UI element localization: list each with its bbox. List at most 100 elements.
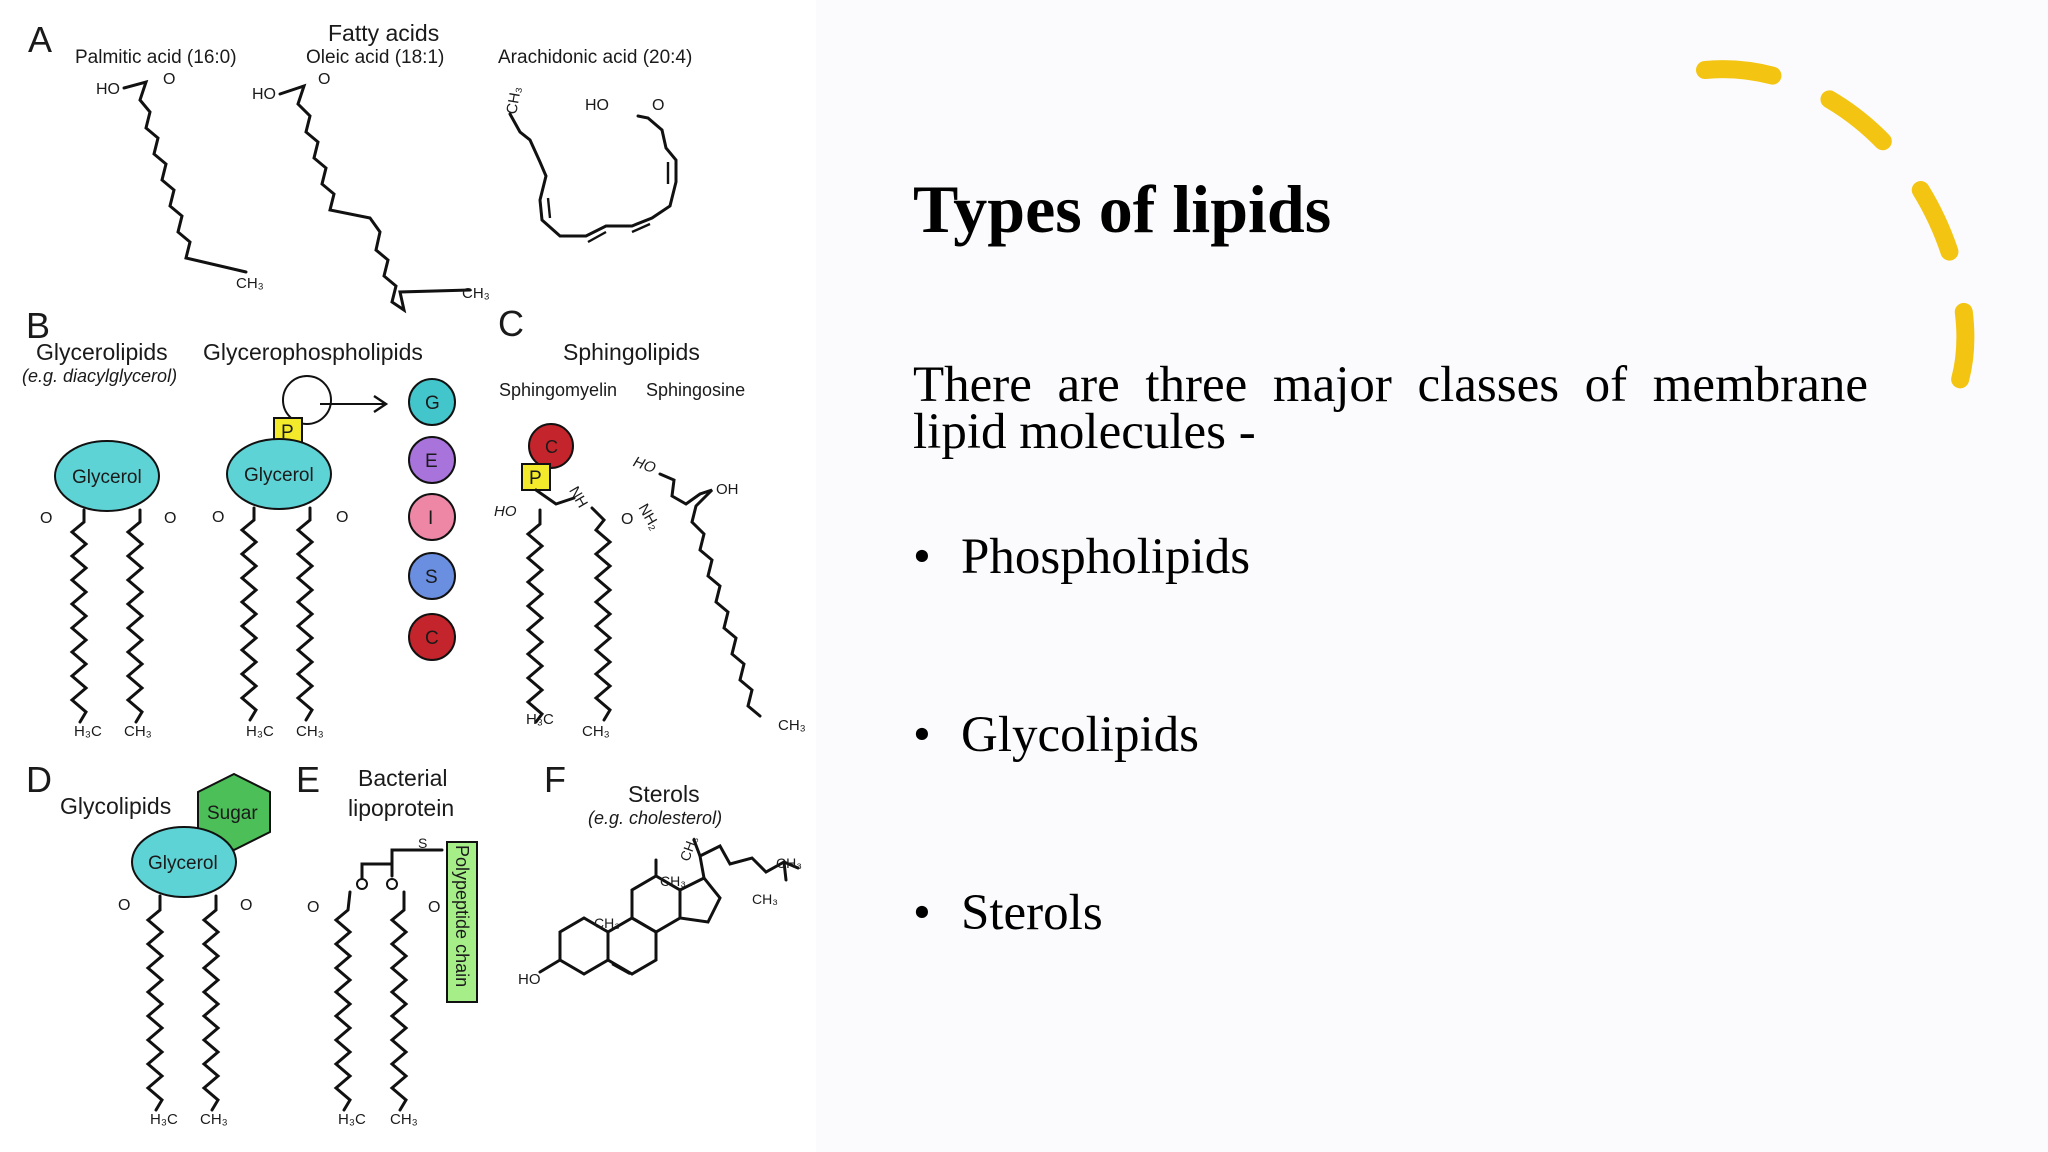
sphingomyelin-base bbox=[534, 488, 576, 506]
palmitic-chain bbox=[122, 79, 248, 274]
diacylglycerol-chain-right bbox=[125, 508, 145, 724]
glycerophospholipids-label: Glycerophospholipids bbox=[203, 339, 423, 365]
head-group-c bbox=[408, 613, 456, 661]
sphingosine-ho: HO bbox=[631, 453, 658, 477]
sterol-ch3-end2: CH₃ bbox=[752, 891, 778, 907]
sugar-label: Sugar bbox=[207, 803, 258, 824]
c-ch3: CH₃ bbox=[582, 723, 610, 740]
sphingomyelin-chain-left bbox=[525, 508, 545, 724]
panel-a-title: Fatty acids bbox=[328, 20, 439, 46]
glycerolipids-label: Glycerolipids bbox=[36, 339, 168, 365]
oleic-acid-label: Oleic acid (18:1) bbox=[306, 47, 444, 68]
sterol-ring-d bbox=[678, 876, 722, 924]
bullet-item-sterols: • Sterols bbox=[913, 884, 1103, 942]
bullet-marker: • bbox=[913, 529, 931, 585]
palmitic-ch3: CH₃ bbox=[236, 275, 264, 292]
b2-ch3: CH₃ bbox=[296, 723, 324, 740]
lipoprotein-s: S bbox=[418, 835, 427, 851]
panel-e-letter: E bbox=[296, 759, 320, 800]
sterol-ch3-ring: CH₃ bbox=[594, 915, 620, 931]
panel-a: A Fatty acids Palmitic acid (16:0) Oleic… bbox=[28, 19, 692, 314]
lipid-types-figure: A Fatty acids Palmitic acid (16:0) Oleic… bbox=[0, 0, 816, 1152]
lipoprotein-o2 bbox=[386, 878, 398, 890]
lipoprotein-title-2: lipoprotein bbox=[348, 795, 454, 821]
choline-c-label: C bbox=[545, 437, 558, 457]
sphingomyelin-chain-right bbox=[590, 506, 613, 722]
arachidonic-ch3: CH₃ bbox=[503, 85, 525, 115]
oleic-chain bbox=[278, 83, 472, 314]
panel-f: F Sterols (e.g. cholesterol) HO CH₃ CH₃ … bbox=[518, 759, 802, 988]
e-ch3: CH₃ bbox=[390, 1111, 418, 1128]
panel-f-letter: F bbox=[544, 759, 566, 800]
glycerol-label-b2: Glycerol bbox=[244, 465, 314, 486]
sterol-side-chain bbox=[698, 844, 800, 880]
head-group-g bbox=[408, 378, 456, 426]
sphingomyelin-o: O bbox=[621, 511, 633, 528]
panel-e: E Bacterial lipoprotein Polypeptide chai… bbox=[296, 759, 478, 1128]
head-group-i-label: I bbox=[428, 508, 433, 529]
b1-o-left: O bbox=[40, 510, 52, 527]
bullet-marker: • bbox=[913, 885, 931, 941]
d-h3c: H₃C bbox=[150, 1111, 178, 1128]
panel-a-letter: A bbox=[28, 19, 52, 60]
polypeptide-chain-box bbox=[446, 841, 478, 1003]
sterols-label: Sterols bbox=[628, 781, 700, 807]
panel-b: B Glycerolipids (e.g. diacylglycerol) Gl… bbox=[22, 305, 456, 740]
slide-intro: There are three major classes of membran… bbox=[913, 357, 1868, 460]
lipoprotein-chain-right bbox=[389, 890, 409, 1112]
head-group-s bbox=[408, 552, 456, 600]
lipoprotein-chain-left bbox=[333, 890, 353, 1112]
phosphate-b-label: P bbox=[281, 422, 294, 443]
sphingomyelin-label: Sphingomyelin bbox=[499, 380, 617, 400]
arachidonic-double-bonds bbox=[546, 197, 552, 219]
head-group-i bbox=[408, 493, 456, 541]
bullet-text: Phospholipids bbox=[961, 529, 1251, 585]
polypeptide-chain-label: Polypeptide chain bbox=[452, 845, 472, 987]
sphingomyelin-ho: HO bbox=[494, 503, 517, 520]
d-ch3: CH₃ bbox=[200, 1111, 228, 1128]
glycerophospholipid-chain-left bbox=[239, 506, 259, 722]
head-group-c-label: C bbox=[425, 628, 439, 649]
oleic-o: O bbox=[318, 71, 330, 88]
palmitic-acid-label: Palmitic acid (16:0) bbox=[75, 47, 237, 68]
bullet-item-phospholipids: • Phospholipids bbox=[913, 528, 1250, 586]
palmitic-ho: HO bbox=[96, 81, 120, 98]
b1-ch3: CH₃ bbox=[124, 723, 152, 740]
head-group-ring bbox=[282, 375, 332, 425]
sterol-ch3-end1: CH₃ bbox=[776, 855, 802, 871]
b1-o-right: O bbox=[164, 510, 176, 527]
arachidonic-o: O bbox=[652, 97, 664, 114]
c-h3c: H₃C bbox=[526, 711, 554, 728]
head-group-e-label: E bbox=[425, 451, 438, 472]
b2-o-right: O bbox=[336, 509, 348, 526]
slide-title: Types of lipids bbox=[913, 171, 1332, 247]
oleic-ch3: CH₃ bbox=[462, 285, 490, 302]
b2-h3c: H₃C bbox=[246, 723, 274, 740]
phosphate-c bbox=[521, 463, 551, 491]
glycerol-node-b1 bbox=[54, 440, 160, 512]
lipoprotein-title-1: Bacterial bbox=[358, 765, 447, 791]
arachidonic-ho: HO bbox=[585, 97, 609, 114]
sterols-example: (e.g. cholesterol) bbox=[588, 808, 722, 828]
head-group-s-label: S bbox=[425, 567, 438, 588]
panel-c: C Sphingolipids Sphingomyelin Sphingosin… bbox=[494, 303, 806, 740]
arachidonic-chain bbox=[508, 112, 678, 238]
palmitic-o: O bbox=[163, 71, 175, 88]
sphingosine-nh2: NH₂ bbox=[635, 501, 664, 533]
sphingolipids-label: Sphingolipids bbox=[563, 339, 700, 365]
glycolipid-chain-left bbox=[145, 894, 165, 1112]
b1-h3c: H₃C bbox=[74, 723, 102, 740]
glycerol-node-d bbox=[131, 826, 237, 898]
bullet-text: Sterols bbox=[961, 885, 1103, 941]
glycerophospholipid-chain-right bbox=[295, 506, 315, 722]
sphingosine-label: Sphingosine bbox=[646, 380, 745, 400]
panel-d-letter: D bbox=[26, 759, 52, 800]
glycerolipids-example: (e.g. diacylglycerol) bbox=[22, 366, 177, 386]
d-o-left: O bbox=[118, 897, 130, 914]
glycerol-node-b2 bbox=[226, 438, 332, 510]
bullet-marker: • bbox=[913, 707, 931, 763]
sphingomyelin-nh: NH bbox=[565, 484, 591, 511]
lipoprotein-backbone bbox=[360, 848, 444, 880]
head-group-e bbox=[408, 436, 456, 484]
e-h3c: H₃C bbox=[338, 1111, 366, 1128]
